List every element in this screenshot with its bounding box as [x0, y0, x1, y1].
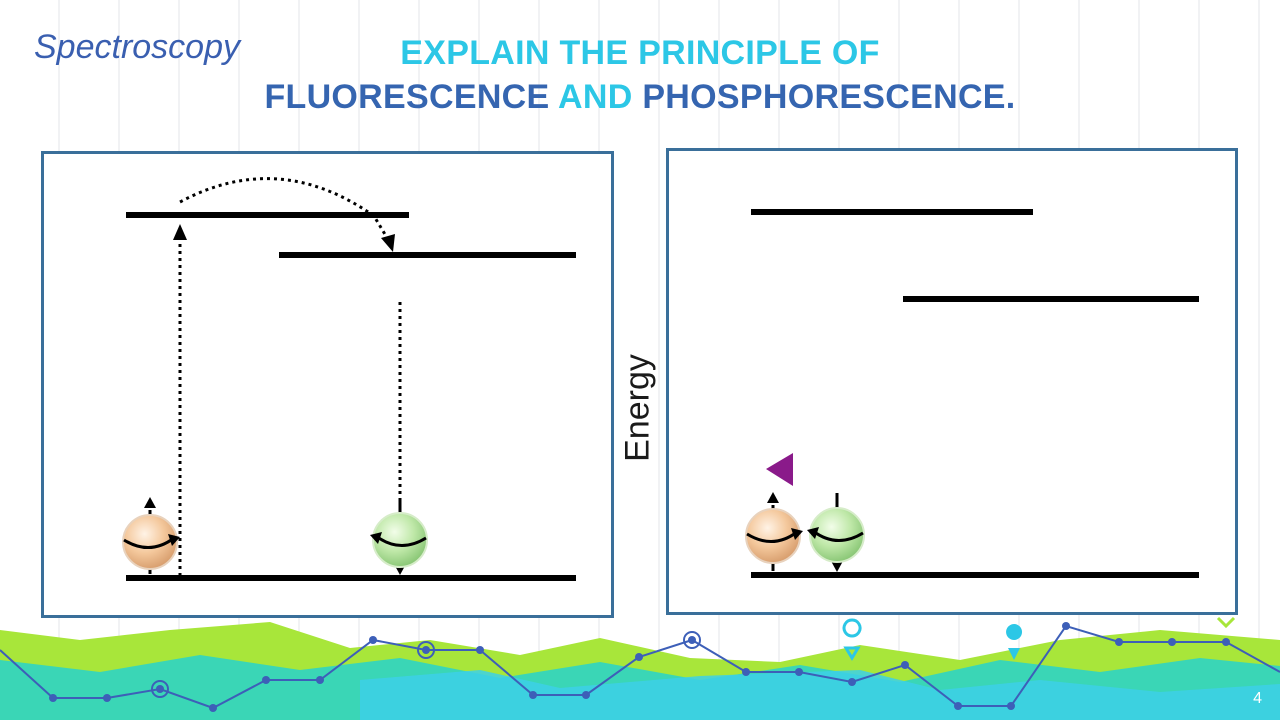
- energy-diagram-left-svg: [122, 177, 576, 581]
- location-pin-icon: [842, 618, 862, 661]
- energy-axis-label: Energy: [618, 354, 657, 462]
- slide-title-line-2: FLUORESCENCE AND PHOSPHORESCENCE.: [0, 78, 1280, 117]
- slide-title-line-1: EXPLAIN THE PRINCIPLE OF: [400, 34, 880, 72]
- footer-decoration: [0, 616, 1280, 720]
- excitation-arrowhead: [173, 224, 187, 240]
- title-phosphorescence: PHOSPHORESCENCE.: [642, 78, 1016, 116]
- electron-spin-up-orange-right: [745, 492, 803, 571]
- energy-diagram-left: [41, 151, 614, 618]
- energy-diagram-right-svg: [745, 209, 1199, 578]
- intersystem-crossing-arrow: [179, 177, 388, 237]
- footer-line-points: [49, 622, 1230, 712]
- topic-label: Spectroscopy: [34, 28, 240, 66]
- electron-spin-up-orange: [122, 497, 180, 574]
- page-number: 4: [1253, 690, 1262, 707]
- title-and: AND: [558, 78, 633, 116]
- footer-cyan-wave: [360, 670, 1280, 720]
- electron-spin-down-green: [370, 500, 428, 575]
- title-fluorescence: FLUORESCENCE: [264, 78, 550, 116]
- chevron-down-icon: [1216, 616, 1236, 629]
- location-pin-filled-icon: [1006, 624, 1023, 660]
- energy-diagram-right: [666, 148, 1238, 615]
- intersystem-crossing-arrowhead: [381, 234, 395, 252]
- pointer-marker-icon: [766, 453, 793, 486]
- electron-spin-down-green-right: [807, 493, 865, 572]
